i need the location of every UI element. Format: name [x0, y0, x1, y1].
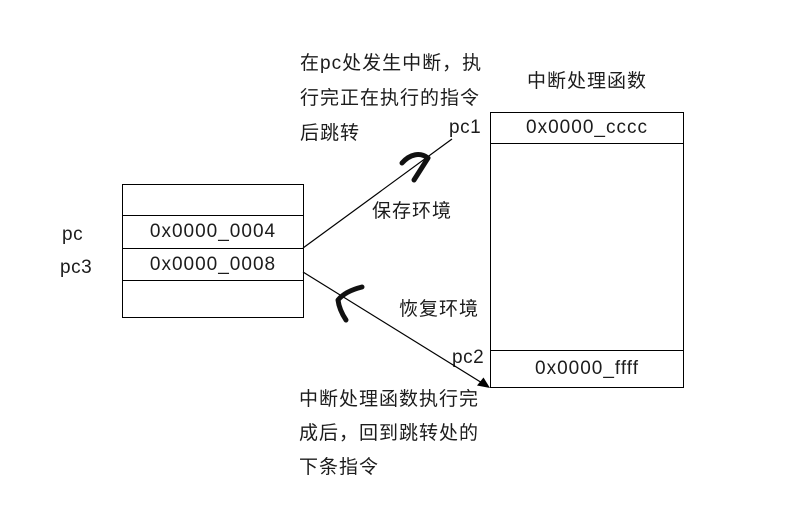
restore-environment-label: 恢复环境 [399, 299, 480, 320]
interrupt-handler-box: 0x0000_cccc 0x0000_ffff [490, 112, 684, 388]
note-line: 成后，回到跳转处的 [299, 423, 480, 444]
note-line: 中断处理函数执行完 [299, 389, 480, 410]
note-line: 在pc处发生中断，执 [300, 53, 483, 74]
restore-direction-arrow-icon [335, 284, 365, 323]
program-memory-table: 0x0000_0004 0x0000_0008 [122, 184, 304, 318]
pc-label: pc [62, 224, 84, 245]
pc3-label: pc3 [60, 257, 93, 278]
save-environment-line [302, 138, 453, 249]
pc1-label: pc1 [449, 117, 482, 138]
pc2-label: pc2 [452, 347, 485, 368]
note-line: 行完正在执行的指令 [300, 88, 481, 109]
memory-row-pc: 0x0000_0004 [123, 216, 303, 249]
handler-box-title: 中断处理函数 [526, 71, 647, 92]
memory-row-empty [123, 185, 303, 216]
handler-exit-address: 0x0000_ffff [491, 350, 683, 387]
handler-body [491, 144, 683, 350]
save-environment-label: 保存环境 [372, 201, 453, 222]
handler-entry-address: 0x0000_cccc [491, 113, 683, 144]
note-line: 下条指令 [299, 457, 380, 478]
interrupt-return-note: 中断处理函数执行完 成后，回到跳转处的 下条指令 [299, 383, 479, 485]
memory-row-pc3: 0x0000_0008 [123, 249, 303, 281]
save-direction-arrow-icon [399, 152, 431, 183]
memory-row-empty [123, 281, 303, 317]
